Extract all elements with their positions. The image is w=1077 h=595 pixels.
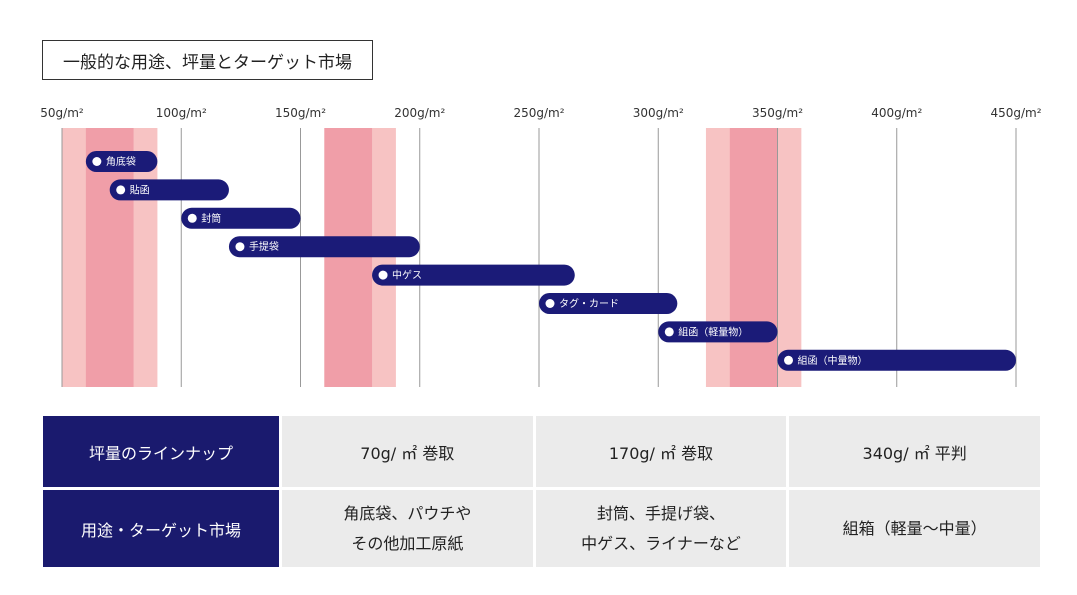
usage-70-line-2: その他加工原紙 xyxy=(351,533,464,553)
table-cell-usage-340: 組箱（軽量〜中量） xyxy=(789,490,1040,567)
range-bar-label-7: 組函（軽量物） xyxy=(678,325,748,338)
range-bar-dot-3 xyxy=(187,213,197,223)
table-header-usage: 用途・ターゲット市場 xyxy=(43,490,279,567)
x-tick-label: 250g/m² xyxy=(513,106,564,120)
x-tick-label: 200g/m² xyxy=(394,106,445,120)
range-bar-label-3: 封筒 xyxy=(201,212,221,225)
x-tick-label: 150g/m² xyxy=(275,106,326,120)
table-cell-usage-70: 角底袋、パウチや その他加工原紙 xyxy=(282,490,533,567)
table-cell-usage-170: 封筒、手提げ袋、 中ゲス、ライナーなど xyxy=(535,490,787,567)
range-bar-dot-1 xyxy=(92,157,102,166)
range-bar-3 xyxy=(181,207,301,229)
table-header-weight: 坪量のラインナップ xyxy=(43,416,279,487)
x-tick-label: 300g/m² xyxy=(633,106,684,120)
band-inner-340 xyxy=(729,128,778,387)
x-tick-label: 100g/m² xyxy=(156,106,207,120)
chart-title: 一般的な用途、坪量とターゲット市場 xyxy=(42,40,373,80)
range-bar-6 xyxy=(539,293,678,314)
x-tick-label: 50g/m² xyxy=(40,106,84,120)
range-chart: 50g/m² 100g/m² 150g/m² 200g/m² 250g/m² 300g/m… xyxy=(40,106,1042,387)
range-bar-5 xyxy=(372,264,575,286)
range-bar-label-1: 角底袋 xyxy=(106,155,136,168)
table-row-usage: 用途・ターゲット市場 角底袋、パウチや その他加工原紙 封筒、手提げ袋、 中ゲス… xyxy=(43,490,1040,567)
range-bar-label-4: 手提袋 xyxy=(249,240,279,253)
range-bar-4 xyxy=(228,236,420,258)
x-tick-label: 400g/m² xyxy=(871,106,922,120)
range-bar-dot-5 xyxy=(378,270,388,280)
chart-title-text: 一般的な用途、坪量とターゲット市場 xyxy=(63,52,352,73)
range-bar-dot-4 xyxy=(235,242,245,252)
range-bar-1 xyxy=(85,151,158,172)
x-tick-label: 350g/m² xyxy=(752,106,803,120)
range-bar-dot-2 xyxy=(116,185,126,195)
usage-170-line-1: 封筒、手提げ袋、 xyxy=(596,503,725,523)
table-row-weight: 坪量のラインナップ 70g/ ㎡ 巻取 170g/ ㎡ 巻取 340g/ ㎡ 平… xyxy=(43,416,1040,487)
range-bar-label-2: 貼函 xyxy=(130,183,150,196)
lineup-table: 坪量のラインナップ 70g/ ㎡ 巻取 170g/ ㎡ 巻取 340g/ ㎡ 平… xyxy=(40,413,1043,570)
range-bar-7 xyxy=(658,321,778,343)
range-bar-dot-7 xyxy=(664,327,674,337)
table-cell-70: 70g/ ㎡ 巻取 xyxy=(282,416,533,487)
band-inner-170 xyxy=(324,128,373,387)
range-bar-2 xyxy=(109,179,229,201)
range-bar-dot-6 xyxy=(545,299,555,308)
x-tick-label: 450g/m² xyxy=(990,106,1041,120)
range-bar-label-6: タグ・カード xyxy=(559,297,619,310)
usage-70-line-1: 角底袋、パウチや xyxy=(343,503,472,523)
usage-170-line-2: 中ゲス、ライナーなど xyxy=(581,533,741,553)
range-bar-dot-8 xyxy=(784,355,793,365)
table-cell-340: 340g/ ㎡ 平判 xyxy=(789,416,1040,487)
range-bar-label-8: 組函（中量物） xyxy=(798,354,868,367)
range-bar-label-5: 中ゲス xyxy=(392,269,422,282)
range-bar-8 xyxy=(777,349,1016,371)
usage-340-line-1: 組箱（軽量〜中量） xyxy=(842,518,987,538)
table-cell-170: 170g/ ㎡ 巻取 xyxy=(535,416,787,487)
